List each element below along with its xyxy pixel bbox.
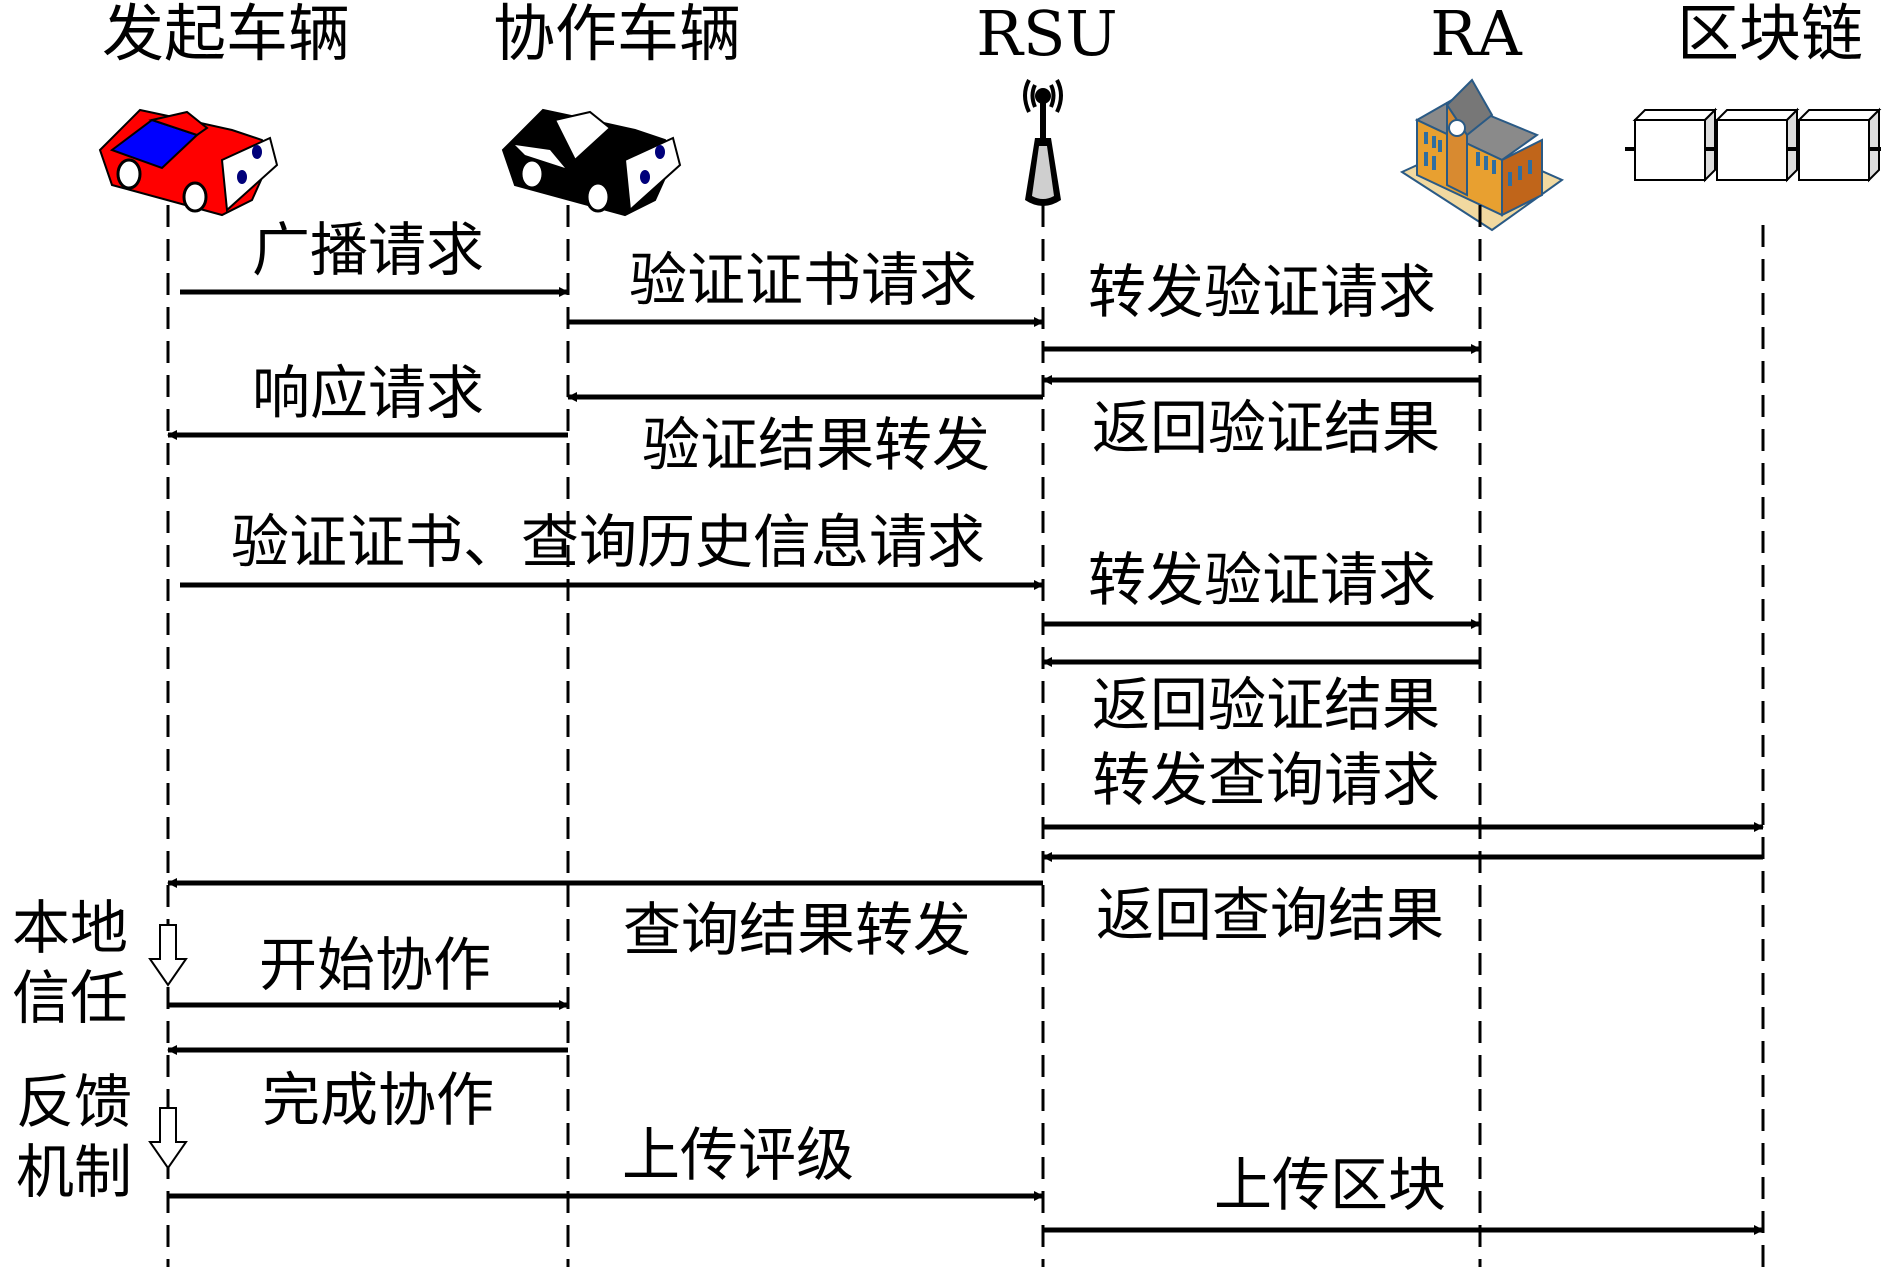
msg-label-11: 查询结果转发 bbox=[623, 896, 971, 964]
actor-label-cooperator: 协作车辆 bbox=[493, 0, 741, 70]
side-note-0-line-1: 信任 bbox=[12, 964, 128, 1032]
msg-label-2: 转发验证请求 bbox=[1088, 258, 1436, 326]
msg-label-12: 开始协作 bbox=[259, 931, 491, 999]
msg-label-1: 验证证书请求 bbox=[629, 246, 977, 314]
msg-label-7: 转发验证请求 bbox=[1088, 546, 1436, 614]
blockchain-icon bbox=[1625, 107, 1882, 183]
msg-label-6: 验证证书、查询历史信息请求 bbox=[231, 508, 985, 576]
actor-label-blockchain: 区块链 bbox=[1677, 0, 1863, 70]
down-arrow-icon bbox=[148, 924, 188, 987]
side-note-0-line-0: 本地 bbox=[12, 894, 128, 962]
down-arrow-icon bbox=[148, 1107, 188, 1170]
building-icon bbox=[1399, 78, 1565, 232]
lifelines bbox=[166, 205, 1765, 1267]
red-car-icon bbox=[98, 108, 279, 217]
black-car-icon bbox=[501, 108, 682, 217]
msg-label-15: 上传区块 bbox=[1214, 1151, 1446, 1219]
side-note-1-line-1: 机制 bbox=[16, 1138, 132, 1206]
msg-label-9: 转发查询请求 bbox=[1092, 746, 1440, 814]
msg-label-0: 广播请求 bbox=[252, 216, 484, 284]
msg-label-14: 上传评级 bbox=[622, 1121, 854, 1189]
msg-label-8: 返回验证结果 bbox=[1092, 671, 1440, 739]
msg-label-5: 响应请求 bbox=[252, 359, 484, 427]
actor-label-ra: RA bbox=[1430, 0, 1523, 70]
actor-label-initiator: 发起车辆 bbox=[102, 0, 350, 70]
actor-label-rsu: RSU bbox=[976, 0, 1117, 70]
msg-label-13: 完成协作 bbox=[262, 1066, 494, 1134]
msg-label-10: 返回查询结果 bbox=[1096, 881, 1444, 949]
side-note-1-line-0: 反馈 bbox=[16, 1068, 132, 1136]
msg-label-4: 验证结果转发 bbox=[642, 411, 990, 479]
msg-label-3: 返回验证结果 bbox=[1092, 394, 1440, 462]
antenna-icon bbox=[1023, 79, 1063, 206]
